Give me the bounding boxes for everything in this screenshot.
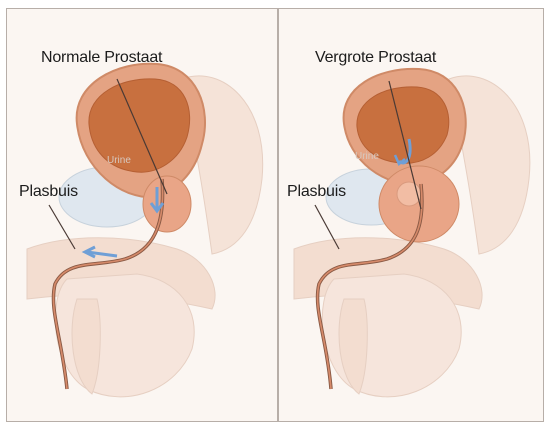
label-normal-prostate: Normale Prostaat	[41, 49, 162, 67]
normal-prostate-panel: Normale Prostaat Plasbuis Urine	[6, 8, 278, 422]
enlarged-prostate-illustration	[279, 9, 544, 422]
label-urethra: Plasbuis	[287, 183, 346, 201]
label-urine: Urine	[355, 151, 379, 162]
label-urethra: Plasbuis	[19, 183, 78, 201]
enlarged-prostate-panel: Vergrote Prostaat Plasbuis Urine	[278, 8, 544, 422]
label-urine: Urine	[107, 155, 131, 166]
label-enlarged-prostate: Vergrote Prostaat	[315, 49, 436, 67]
bladder-inner	[89, 79, 190, 172]
normal-prostate-illustration	[7, 9, 278, 422]
